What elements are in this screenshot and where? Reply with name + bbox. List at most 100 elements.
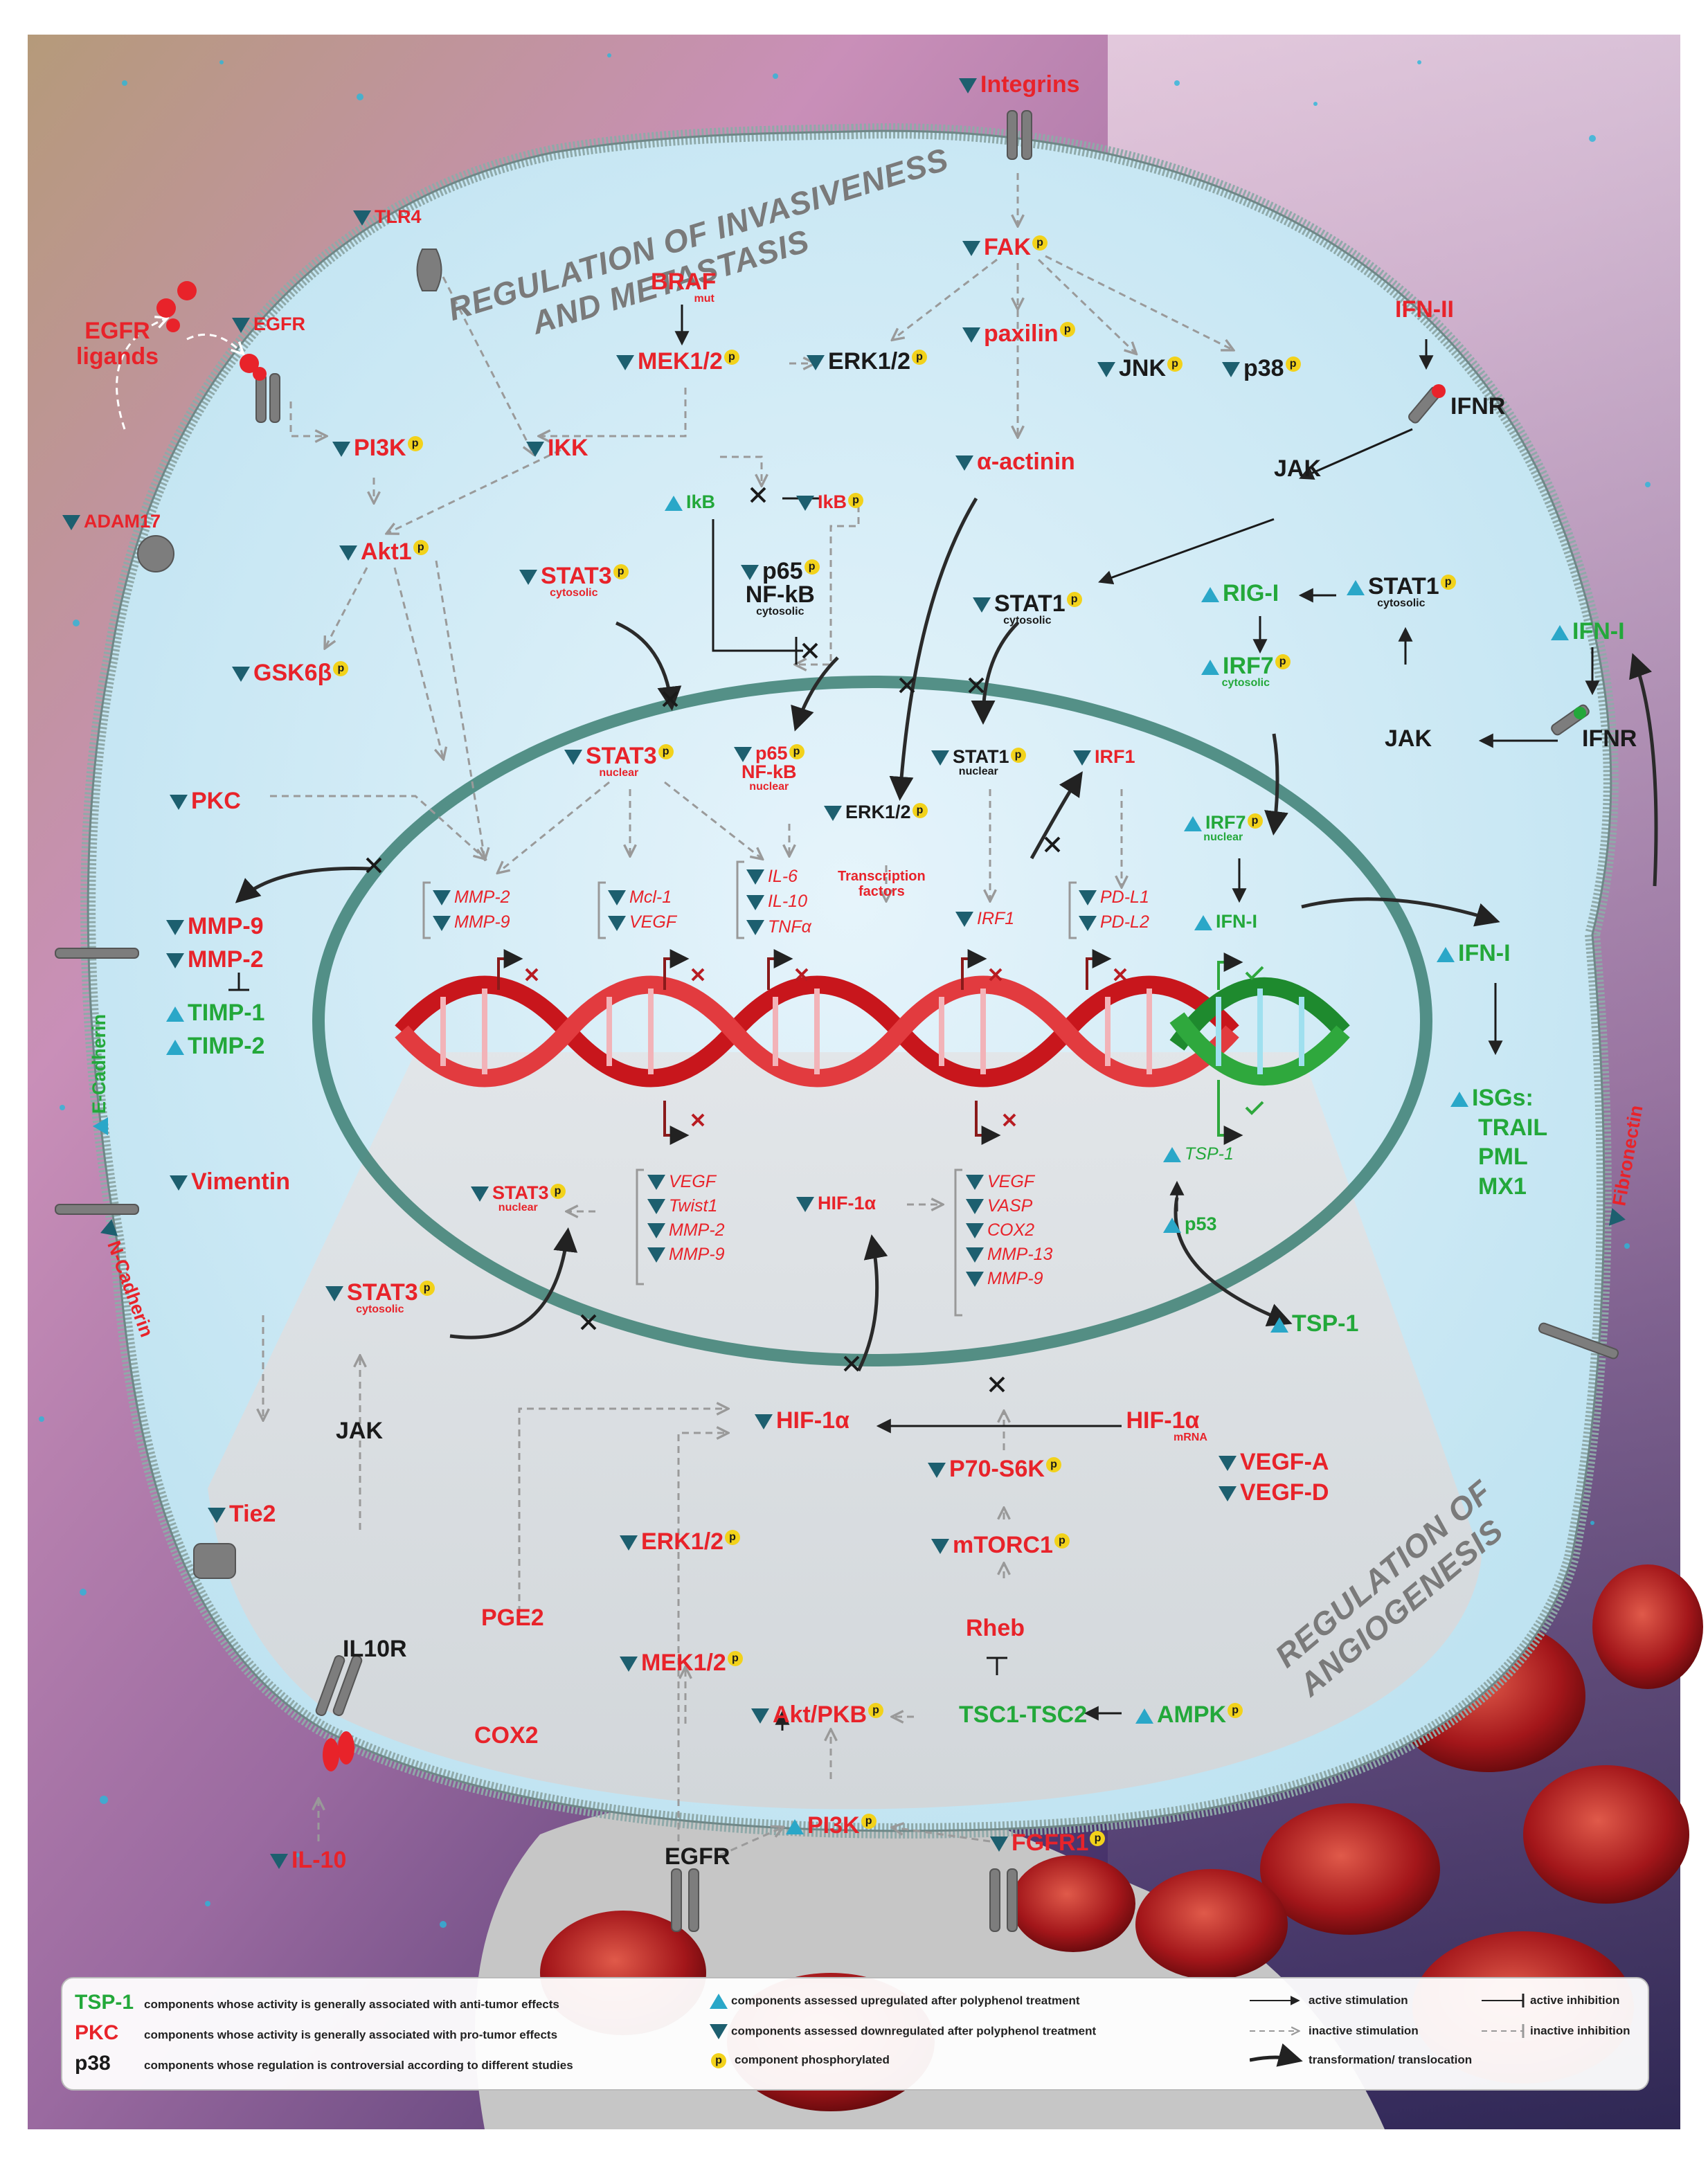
node-rig-i: RIG-I	[1201, 581, 1279, 605]
legend-arrow-symbols	[1250, 1994, 1525, 2067]
node-rheb: Rheb	[966, 1615, 1025, 1641]
node-isgs: ISGs: TRAIL PML MX1	[1450, 1083, 1547, 1201]
legend-desc-anti-tumor: components whose activity is generally a…	[144, 1998, 559, 2011]
gene-mmp-2: MMP-2	[433, 885, 510, 910]
gene-mmp-9-hif: MMP-9	[966, 1267, 1052, 1291]
gene-irf1: IRF1	[955, 910, 1014, 928]
node-tlr4: TLR4	[353, 208, 422, 226]
gene-tsp-1: TSP-1	[1163, 1146, 1234, 1163]
node-hif1a-cyto: HIF-1α	[755, 1409, 849, 1432]
gene-vegf-hif: VEGF	[966, 1170, 1052, 1194]
gene-mmp-9-stat3: MMP-9	[647, 1243, 725, 1267]
node-trail: TRAIL	[1478, 1114, 1548, 1141]
node-timp-1: TIMP-1	[166, 997, 264, 1030]
node-mmp-2: MMP-2	[166, 944, 264, 977]
node-ifn-i-nuc: IFN-I	[1194, 912, 1257, 931]
node-timp-2: TIMP-2	[166, 1030, 264, 1063]
gene-vasp: VASP	[966, 1194, 1052, 1218]
gene-il-6: IL-6	[746, 864, 811, 889]
node-cox2: COX2	[474, 1722, 539, 1749]
gene-mmp-2-stat3: MMP-2	[647, 1218, 725, 1243]
node-irf1-nuc: IRF1	[1073, 748, 1135, 766]
node-ikk: IKK	[526, 436, 588, 460]
node-p53: p53	[1163, 1215, 1217, 1234]
node-e-cadherin: E-Cadherin	[89, 1014, 109, 1135]
gene-mcl-1: Mcl-1	[608, 885, 676, 910]
node-pge2: PGE2	[481, 1605, 544, 1631]
node-tsp-1-out: TSP-1	[1270, 1312, 1358, 1335]
gene-group-mcl: Mcl-1 VEGF	[608, 885, 676, 935]
node-vimentin: Vimentin	[170, 1170, 290, 1193]
node-egfr-top: EGFR	[232, 315, 305, 334]
legend-downregulated: components assessed downregulated after …	[710, 2024, 1096, 2039]
node-jak-right: JAK	[1385, 725, 1432, 752]
node-egfr-lower: EGFR	[665, 1843, 730, 1870]
gene-pd-l2: PD-L2	[1079, 910, 1149, 935]
legend-inactive-inhibition: inactive inhibition	[1530, 2024, 1630, 2037]
node-adam17: ADAM17	[62, 512, 161, 531]
node-pkc: PKC	[170, 789, 241, 813]
gene-group-pdl: PD-L1 PD-L2	[1079, 885, 1149, 935]
legend-inactive-stimulation: inactive stimulation	[1309, 2024, 1419, 2037]
node-pml: PML	[1478, 1144, 1528, 1170]
gene-vegf-stat3: VEGF	[647, 1170, 725, 1194]
legend-desc-controversial: components whose regulation is controver…	[144, 2059, 573, 2072]
gene-twist1: Twist1	[647, 1194, 725, 1218]
gene-group-hif-targets: VEGF VASP COX2 MMP-13 MMP-9	[966, 1170, 1052, 1291]
legend-active-inhibition: active inhibition	[1530, 1994, 1620, 2007]
legend-upregulated: components assessed upregulated after po…	[710, 1994, 1080, 2009]
legend-key-pro-tumor: PKC	[75, 2021, 119, 2044]
node-vegf-d: VEGF-D	[1219, 1477, 1329, 1508]
node-vegfs: VEGF-A VEGF-D	[1219, 1447, 1329, 1508]
node-mmp-9: MMP-9	[166, 910, 264, 944]
gene-group-stat3-targets: VEGF Twist1 MMP-2 MMP-9	[647, 1170, 725, 1267]
node-ifnr-top: IFNR	[1450, 393, 1506, 419]
node-ifn-i-right: IFN-I	[1551, 620, 1625, 643]
gene-il-10: IL-10	[746, 889, 811, 914]
node-mx1: MX1	[1478, 1173, 1527, 1200]
gene-pd-l1: PD-L1	[1079, 885, 1149, 910]
gene-group-il: IL-6 IL-10 TNFα	[746, 864, 811, 939]
nuclear-envelope	[312, 676, 1432, 1366]
legend-active-stimulation: active stimulation	[1309, 1994, 1408, 2007]
node-tsc1-tsc2: TSC1-TSC2	[959, 1702, 1088, 1728]
node-jak-top: JAK	[1274, 455, 1322, 482]
dna-helix	[395, 975, 1350, 1087]
node-ifn-ii: IFN-II	[1395, 296, 1454, 323]
node-isgs-label: ISGs:	[1450, 1083, 1547, 1113]
node-tie2: Tie2	[208, 1502, 276, 1526]
node-ifn-i-out: IFN-I	[1437, 941, 1511, 965]
node-il10r: IL10R	[343, 1636, 407, 1662]
gene-group-irf1: IRF1	[955, 910, 1014, 928]
